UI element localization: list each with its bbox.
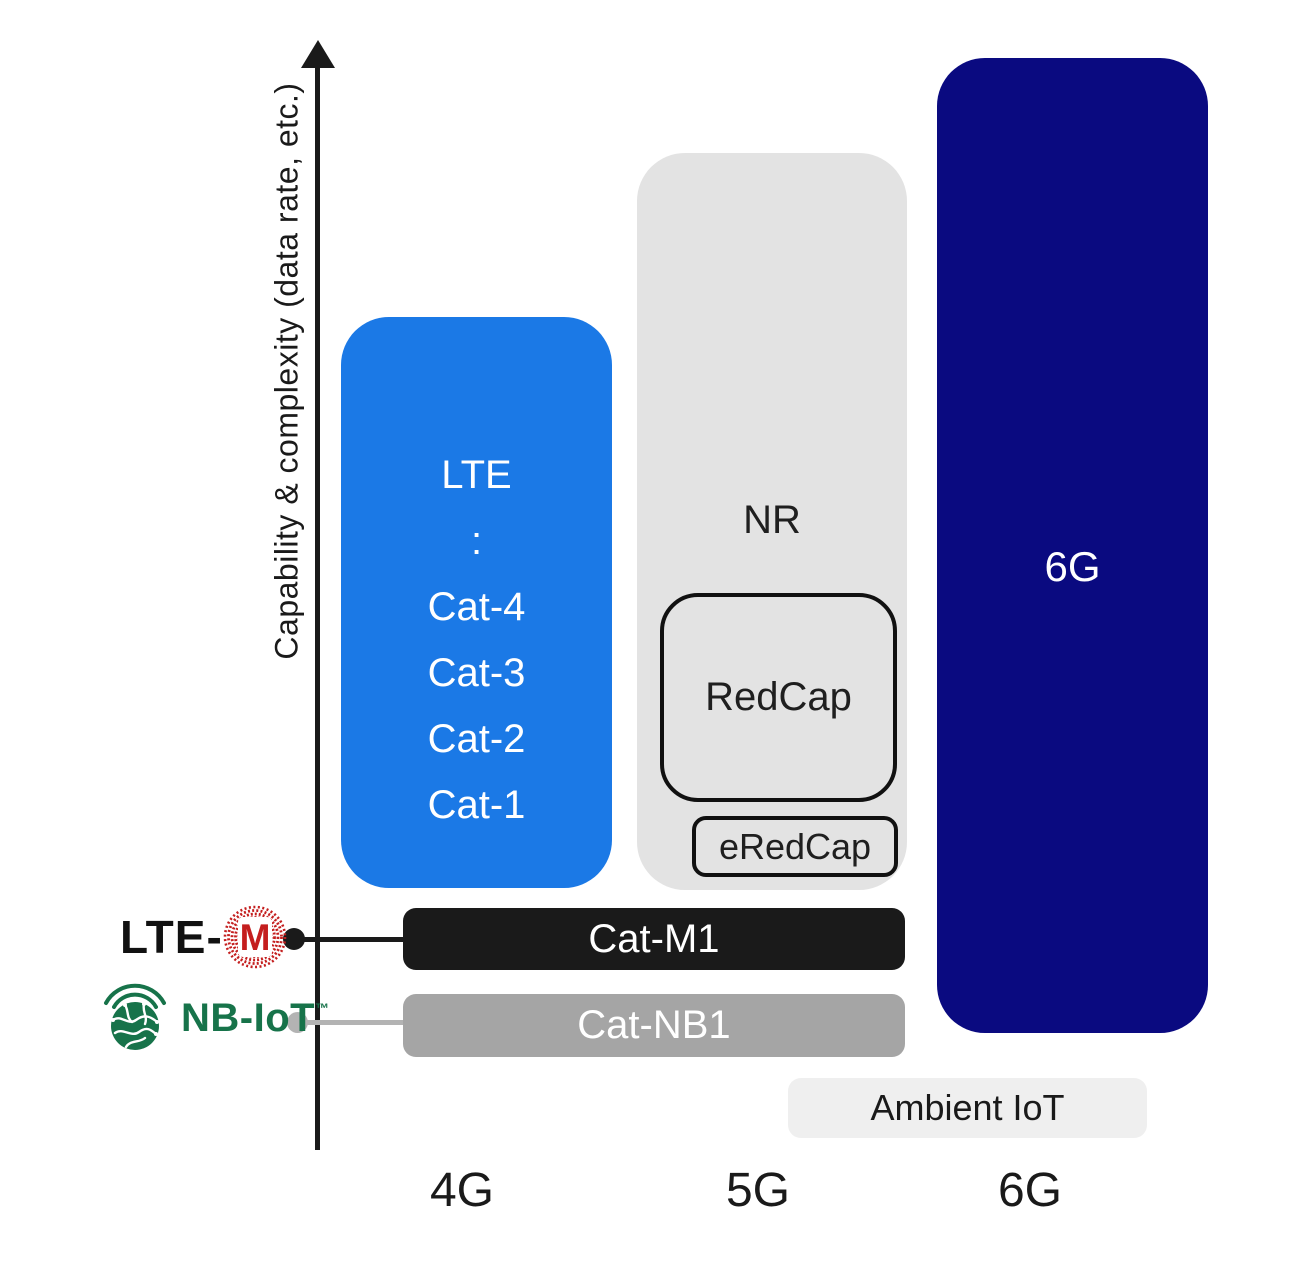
redcap-label: RedCap [705, 675, 852, 719]
eredcap-label: eRedCap [718, 825, 872, 867]
lte-m-text: LTE- [120, 911, 223, 963]
x-tick-4g: 4G [429, 1164, 495, 1217]
six-g-box: 6G [937, 58, 1208, 1033]
connector-dot-cat-nb1 [287, 1012, 308, 1033]
connector-line-cat-m1 [294, 937, 404, 942]
lte-cat-item: Cat-1 [427, 783, 526, 827]
cat-nb1-bar: Cat-NB1 [403, 994, 905, 1057]
cat-m1-label: Cat-M1 [588, 916, 720, 961]
x-tick-6g: 6G [997, 1164, 1063, 1217]
lte-cat-item: Cat-4 [427, 585, 526, 629]
lte-box: LTE : Cat-4 Cat-3 Cat-2 Cat-1 [341, 317, 612, 888]
nb-iot-globe-icon [104, 983, 166, 1050]
nb-iot-logo: NB-IoT™ [101, 976, 330, 1052]
x-tick-5g: 5G [725, 1164, 791, 1217]
connector-line-cat-nb1 [297, 1020, 404, 1025]
y-axis-line [315, 60, 320, 1150]
cat-m1-bar: Cat-M1 [403, 908, 905, 970]
eredcap-box: eRedCap [692, 816, 898, 877]
six-g-title: 6G [1044, 543, 1101, 590]
lte-box-ellipsis: : [470, 519, 483, 563]
lte-m-badge-icon: M [223, 905, 287, 969]
lte-cat-item: Cat-2 [427, 717, 526, 761]
redcap-box: RedCap [660, 593, 897, 802]
lte-m-badge-letter: M [239, 917, 270, 958]
ambient-iot-bar: Ambient IoT [788, 1078, 1147, 1138]
nb-iot-text: NB-IoT™ [181, 986, 330, 1040]
ambient-iot-label: Ambient IoT [870, 1087, 1065, 1128]
y-axis-arrow-icon [301, 40, 335, 68]
nb-iot-label: NB-IoT [181, 996, 316, 1040]
lte-cat-item: Cat-3 [427, 651, 526, 695]
lte-m-logo: LTE- M [120, 905, 287, 969]
nr-box: NR RedCap eRedCap [637, 153, 907, 890]
y-axis-label: Capability & complexity (data rate, etc.… [268, 82, 305, 660]
connector-dot-cat-m1 [283, 928, 305, 950]
cat-nb1-label: Cat-NB1 [577, 1003, 731, 1047]
lte-box-title: LTE [441, 453, 512, 497]
trademark-symbol: ™ [315, 1000, 330, 1016]
nr-box-title: NR [743, 498, 801, 542]
